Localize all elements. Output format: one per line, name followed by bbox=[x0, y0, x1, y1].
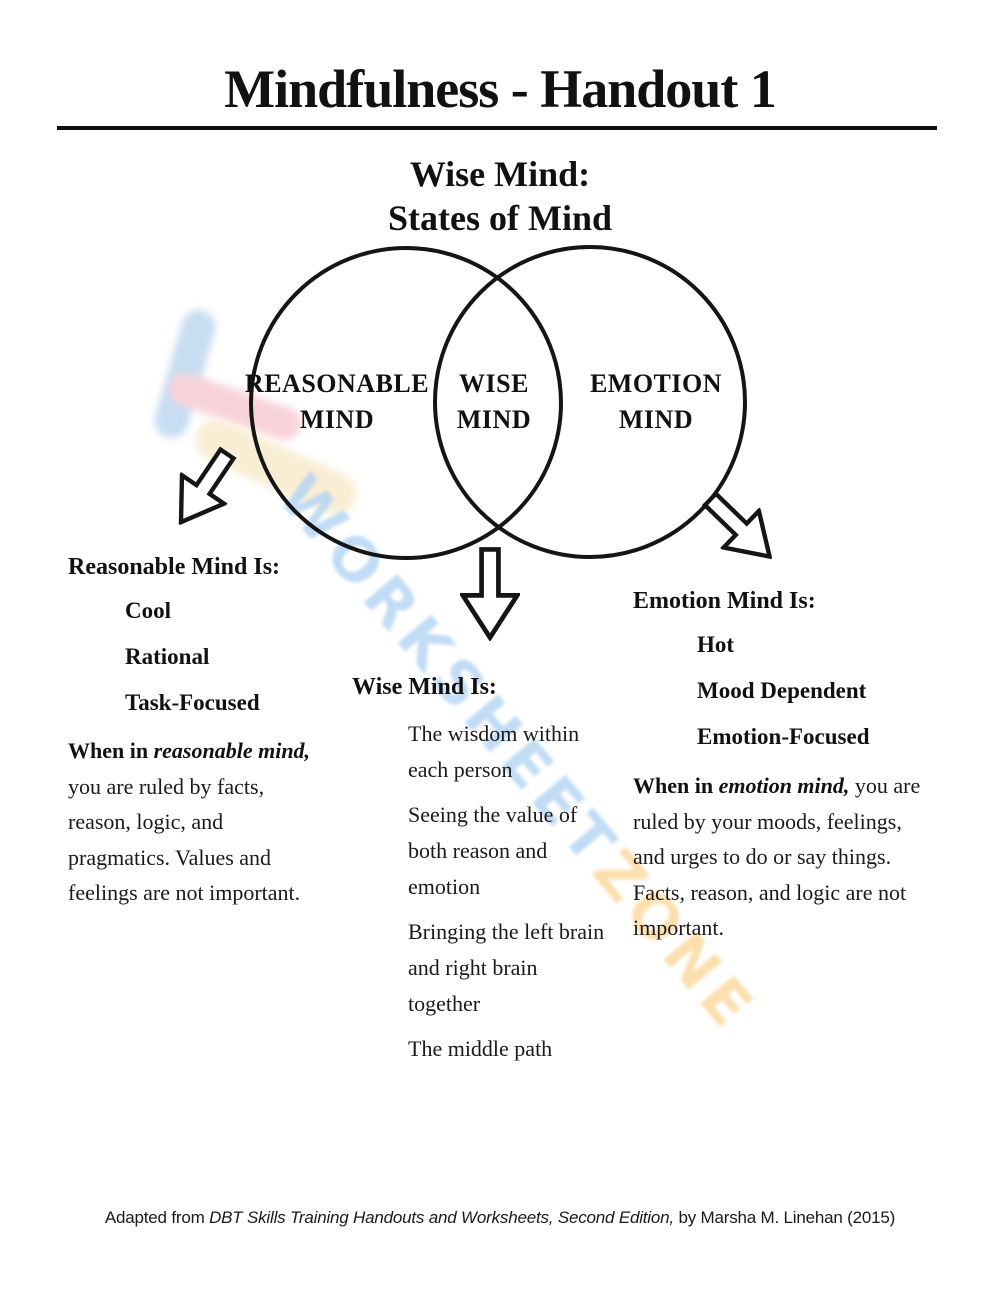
reasonable-mind-paragraph: When in reasonable mind, you are ruled b… bbox=[68, 733, 330, 911]
arrow-down-right-icon bbox=[689, 477, 791, 578]
emotion-mind-list: Hot Mood Dependent Emotion-Focused bbox=[697, 631, 870, 769]
list-item: Emotion-Focused bbox=[697, 724, 870, 749]
paragraph-bold: When in bbox=[633, 773, 719, 798]
list-item: Rational bbox=[125, 644, 210, 669]
wise-mind-list: The wisdom within each person Seeing the… bbox=[408, 716, 610, 1076]
page-title: Mindfulness - Handout 1 bbox=[224, 59, 777, 119]
list-item: Bringing the left brain and right brain … bbox=[408, 919, 605, 1016]
diagram-title-line2: States of Mind bbox=[388, 198, 612, 238]
venn-label-emotion-line2: MIND bbox=[618, 405, 694, 434]
list-item: Hot bbox=[697, 632, 735, 657]
arrow-down-icon bbox=[460, 546, 520, 641]
emotion-mind-paragraph: When in emotion mind, you are ruled by y… bbox=[633, 768, 935, 946]
list-item: Cool bbox=[125, 598, 171, 623]
paragraph-bold: When in bbox=[68, 738, 154, 763]
venn-label-wise-line1: WISE bbox=[459, 369, 529, 398]
venn-label-wise-mind: WISE MIND bbox=[434, 366, 554, 438]
venn-label-reasonable-mind: REASONABLE MIND bbox=[237, 366, 437, 438]
title-underline bbox=[57, 126, 937, 130]
list-item: Mood Dependent bbox=[697, 678, 867, 703]
diagram-title: Wise Mind: States of Mind bbox=[0, 152, 1000, 240]
reasonable-mind-heading: Reasonable Mind Is: bbox=[68, 554, 281, 580]
footer-book-title: DBT Skills Training Handouts and Workshe… bbox=[209, 1208, 674, 1227]
venn-label-emotion-mind: EMOTION MIND bbox=[576, 366, 736, 438]
diagram-title-line1: Wise Mind: bbox=[409, 154, 591, 194]
paragraph-text: you are ruled by your moods, feelings, a… bbox=[633, 773, 921, 940]
wise-mind-heading: Wise Mind Is: bbox=[352, 674, 497, 700]
paragraph-bold-italic: emotion mind, bbox=[718, 773, 850, 798]
list-item: The middle path bbox=[408, 1036, 553, 1061]
venn-circle-emotion bbox=[433, 245, 747, 559]
venn-label-emotion-line1: EMOTION bbox=[589, 369, 723, 398]
paragraph-text: you are ruled by facts, reason, logic, a… bbox=[68, 773, 301, 906]
footer-prefix: Adapted from bbox=[104, 1208, 210, 1227]
list-item: Task-Focused bbox=[125, 690, 260, 715]
list-item: The wisdom within each person bbox=[408, 721, 580, 782]
venn-label-reasonable-line1: REASONABLE bbox=[244, 369, 430, 398]
emotion-mind-heading: Emotion Mind Is: bbox=[633, 588, 816, 614]
reasonable-mind-list: Cool Rational Task-Focused bbox=[125, 597, 260, 735]
venn-label-wise-line2: MIND bbox=[456, 405, 532, 434]
venn-label-reasonable-line2: MIND bbox=[299, 405, 375, 434]
arrow-down-left-icon bbox=[156, 436, 252, 540]
paragraph-bold-italic: reasonable mind, bbox=[153, 738, 311, 763]
footer-suffix: by Marsha M. Linehan (2015) bbox=[673, 1208, 896, 1227]
attribution-footer: Adapted from DBT Skills Training Handout… bbox=[0, 1208, 1000, 1228]
list-item: Seeing the value of both reason and emot… bbox=[408, 802, 578, 899]
